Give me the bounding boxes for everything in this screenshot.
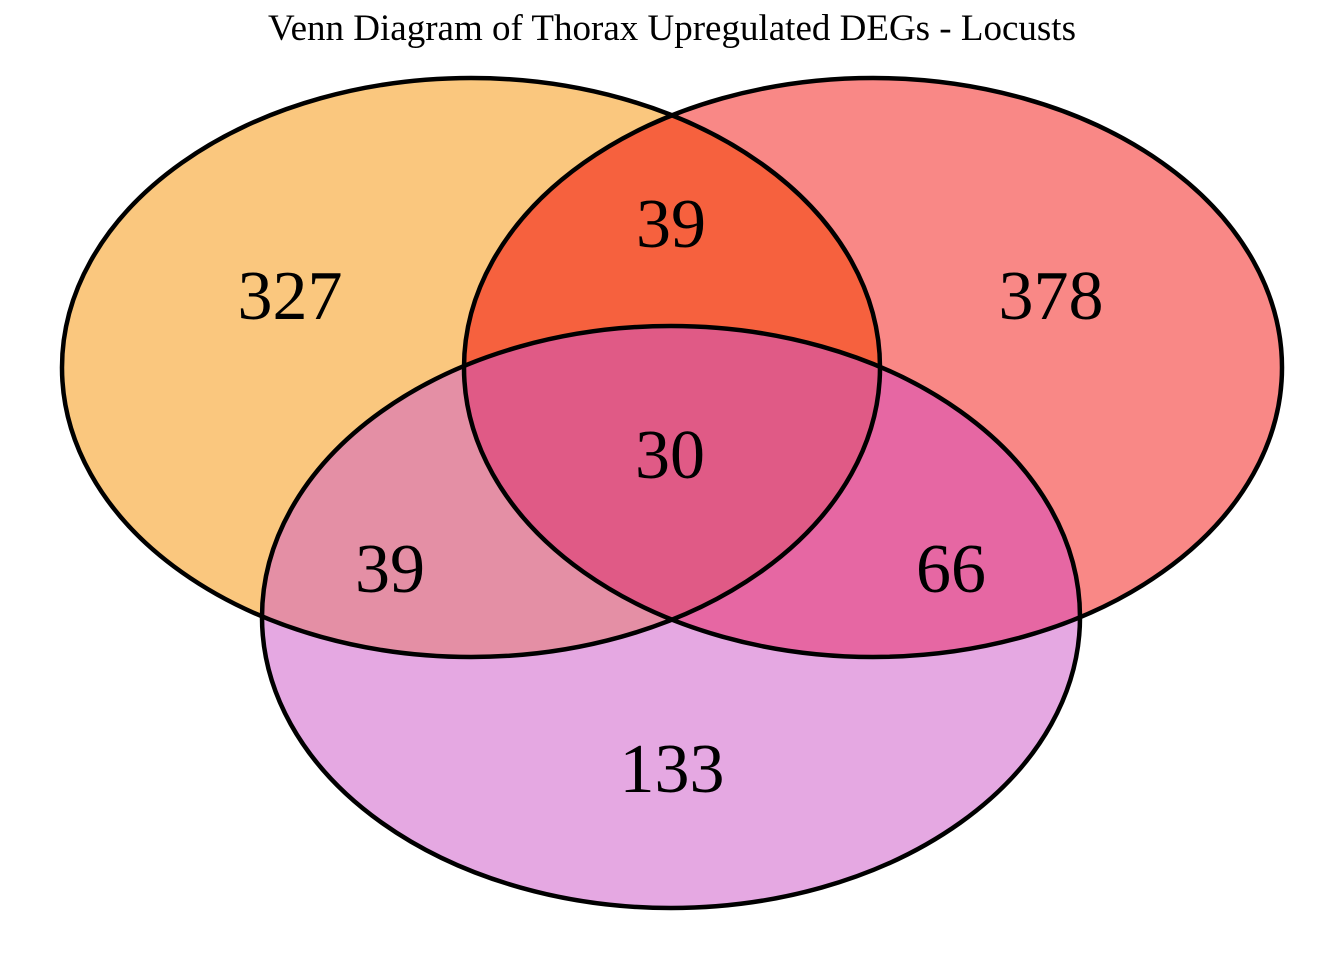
set-bottom-outline bbox=[259, 323, 1083, 911]
chart-title: Venn Diagram of Thorax Upregulated DEGs … bbox=[268, 8, 1076, 49]
label-center-count: 30 bbox=[635, 417, 705, 494]
label-left-only-count: 327 bbox=[238, 258, 343, 335]
label-right-only-count: 378 bbox=[999, 258, 1104, 335]
label-right-bottom-count: 66 bbox=[916, 531, 986, 608]
label-bottom-only-count: 133 bbox=[620, 731, 725, 808]
label-left-bottom-count: 39 bbox=[355, 531, 425, 608]
label-left-right-count: 39 bbox=[636, 186, 706, 263]
